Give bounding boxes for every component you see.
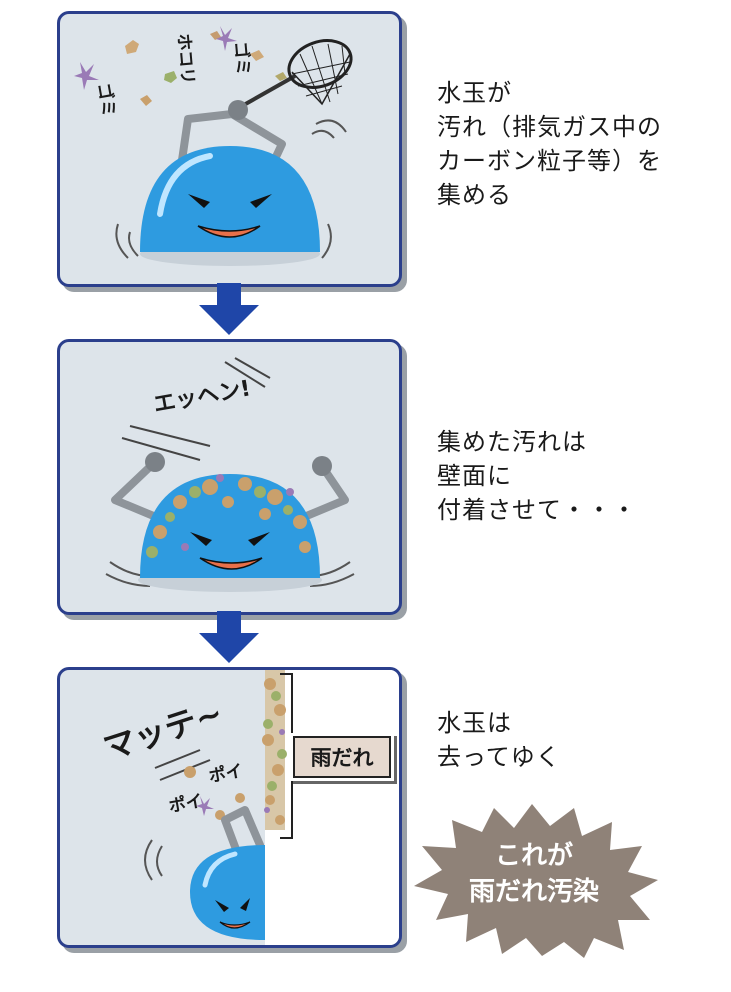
- rain-streak-pollution-callout: これが 雨だれ汚染: [468, 841, 599, 907]
- step-3-panel: マッテ~ ポイ ポイ: [57, 667, 402, 948]
- step-2-illustration: エッヘン!: [105, 357, 355, 592]
- sfx-matte: マッテ~: [99, 694, 228, 768]
- rain-streak-label: 雨だれ: [293, 736, 391, 778]
- step-2-caption: 集めた汚れは 壁面に 付着させて・・・: [437, 428, 637, 524]
- step-2-panel: エッヘン!: [57, 339, 402, 615]
- dust-particles: [74, 26, 287, 106]
- step-1-panel: ゴミ ホコリ ゴミ: [57, 11, 402, 287]
- wall: [265, 670, 399, 945]
- leaving-water-drop-character: [190, 845, 265, 940]
- dirty-water-drop-character: [138, 474, 322, 592]
- step-3-illustration: マッテ~ ポイ ポイ: [99, 670, 399, 945]
- step-3-caption: 水玉は 去ってゆく: [437, 709, 561, 771]
- sfx-hokori: ホコリ: [173, 33, 197, 86]
- callout-burst: [414, 804, 658, 958]
- down-arrow-icon: [199, 283, 259, 335]
- step-1-illustration: ゴミ ホコリ ゴミ: [74, 26, 353, 266]
- rain-streak-stain: [262, 670, 287, 830]
- sfx-ehhen: エッヘン!: [152, 376, 253, 418]
- down-arrow-icon: [199, 611, 259, 663]
- sfx-gomi-left: ゴミ: [93, 81, 120, 118]
- stain-bracket: [280, 673, 293, 839]
- sfx-poi-2: ポイ: [167, 790, 204, 817]
- step-1-caption: 水玉が 汚れ（排気ガス中の カーボン粒子等）を 集める: [437, 79, 662, 209]
- water-drop-character: [140, 146, 320, 266]
- catch-net-icon: [241, 39, 353, 108]
- sfx-poi-1: ポイ: [207, 760, 244, 787]
- sfx-gomi-right: ゴミ: [230, 41, 254, 77]
